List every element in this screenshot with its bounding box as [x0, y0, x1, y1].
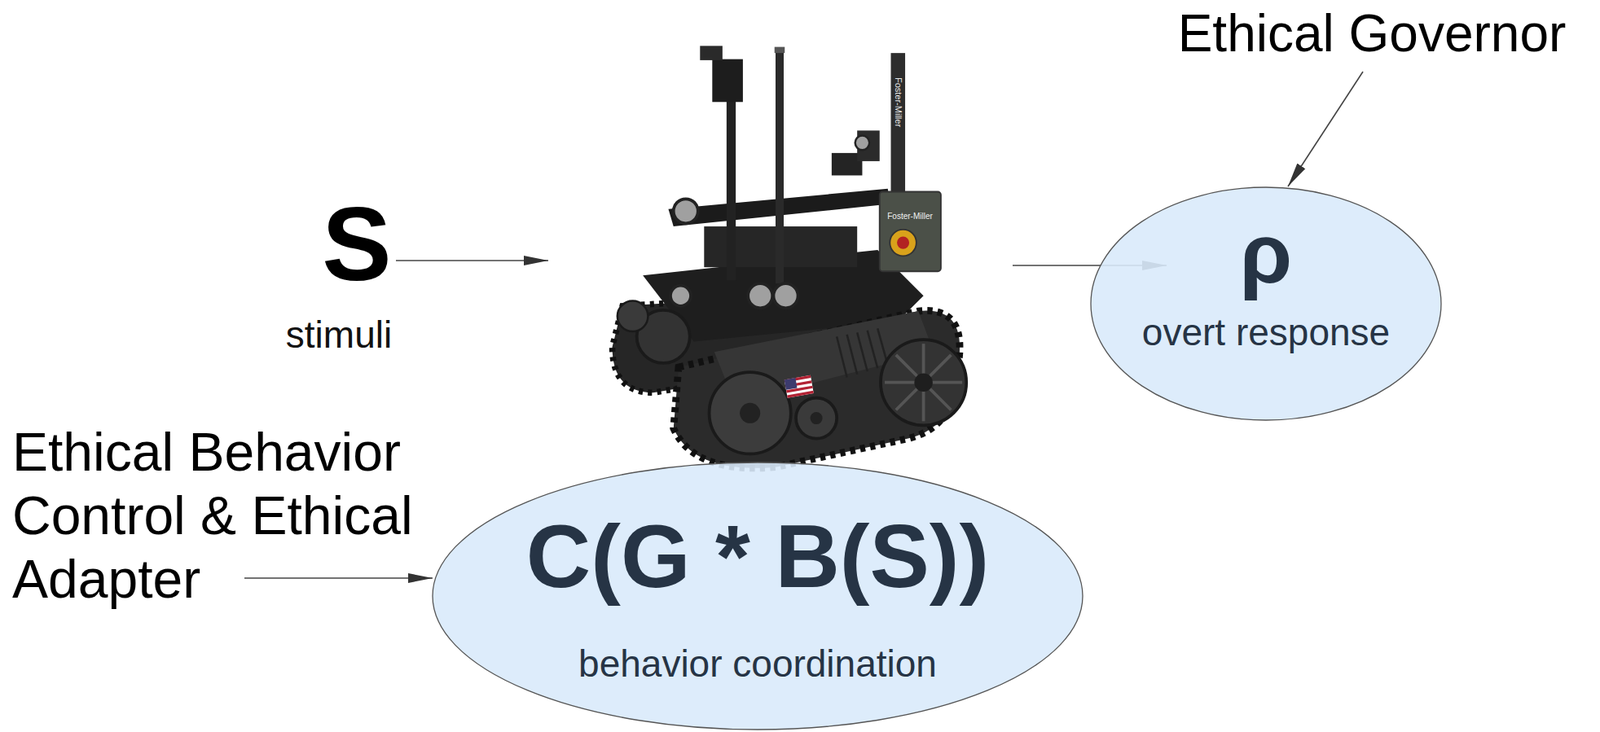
robot-camera	[712, 59, 743, 103]
ellipse-outline	[432, 462, 1083, 730]
robot-grille	[867, 330, 879, 369]
robot-hub	[810, 412, 823, 425]
robot-grille	[857, 332, 868, 372]
ellipse-node: C(G * B(S)) behavior coordination	[431, 461, 1084, 731]
robot-hub	[914, 373, 933, 392]
ellipse-node: ρ overt response	[1090, 186, 1442, 422]
node-caption: overt response	[1142, 313, 1390, 352]
robot-logo	[896, 237, 910, 250]
robot-camera	[699, 45, 723, 61]
callout-label: Ethical Governor	[1178, 7, 1567, 60]
flag-decal	[784, 375, 814, 399]
leader-arrow	[244, 577, 433, 580]
robot-track	[673, 310, 960, 468]
robot-grille	[836, 328, 888, 378]
robot-illustration	[612, 45, 968, 469]
robot-wheel	[617, 301, 649, 333]
response-symbol: ρ	[1239, 210, 1293, 296]
robot-hub	[739, 403, 761, 424]
robot-spokes	[896, 355, 952, 411]
robot-lens	[855, 136, 871, 151]
flag-decal	[786, 391, 814, 399]
robot-antenna	[775, 48, 784, 284]
stimuli-label: stimuli	[285, 316, 392, 354]
robot-grille	[836, 336, 848, 378]
robot-lens	[670, 285, 691, 307]
flag-decal	[784, 378, 798, 391]
ellipse-outline	[1090, 187, 1442, 421]
flag-decal	[784, 375, 814, 399]
robot-spokes	[884, 343, 963, 422]
robot-lens	[747, 283, 773, 308]
robot-spokes	[896, 355, 952, 411]
callout-label: Ethical Behavior Control & Ethical Adapt…	[12, 420, 453, 611]
robot-antenna-cap	[774, 47, 786, 54]
robot-wheel	[795, 398, 837, 440]
leader-arrow	[1287, 71, 1363, 187]
robot-lens	[673, 198, 699, 224]
robot-lens	[773, 283, 798, 308]
robot-logo	[889, 229, 917, 257]
stimulus-arrow	[395, 259, 549, 262]
stimulus-symbol: S	[321, 192, 392, 297]
robot-wheel	[709, 372, 792, 454]
robot-marking: Foster-Miller	[894, 76, 904, 127]
formula-text: C(G * B(S))	[526, 511, 990, 602]
robot-ammo-box	[879, 191, 941, 272]
node-caption: behavior coordination	[578, 645, 937, 683]
robot-mast	[726, 96, 736, 281]
robot-grille	[847, 334, 858, 375]
robot-wheel	[880, 339, 967, 426]
robot-marking: Foster-Miller	[887, 212, 933, 221]
